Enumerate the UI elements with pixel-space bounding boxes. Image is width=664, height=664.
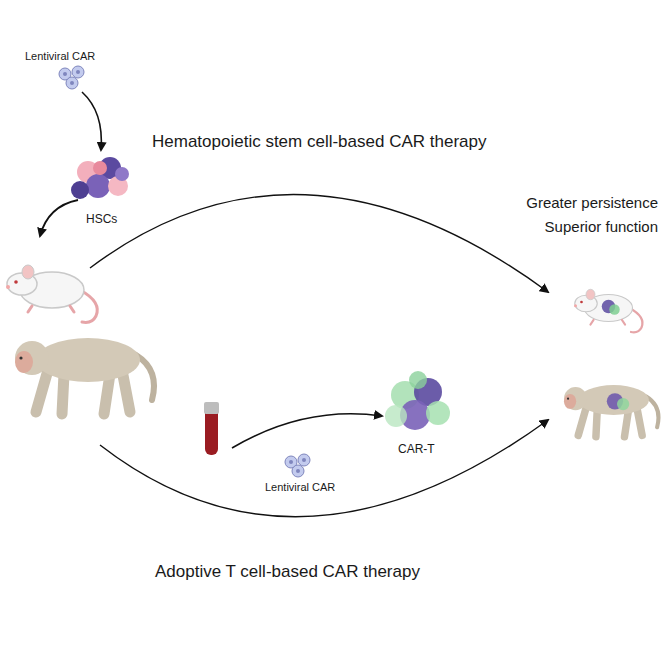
pathway-heading: Adoptive T cell-based CAR therapy <box>155 562 420 582</box>
blood-tube <box>204 402 219 455</box>
car-t-cluster <box>385 371 450 430</box>
vector-label: Lentiviral CAR <box>265 481 335 494</box>
outcome-label: Superior function <box>545 218 658 236</box>
outcome-label: Greater persistence <box>526 194 658 212</box>
vector-label: Lentiviral CAR <box>25 50 95 63</box>
cell-label: HSCs <box>86 212 117 226</box>
cell-label: CAR-T <box>398 442 435 456</box>
hsc-cluster <box>71 157 129 199</box>
pathway-heading: Hematopoietic stem cell-based CAR therap… <box>152 132 486 152</box>
